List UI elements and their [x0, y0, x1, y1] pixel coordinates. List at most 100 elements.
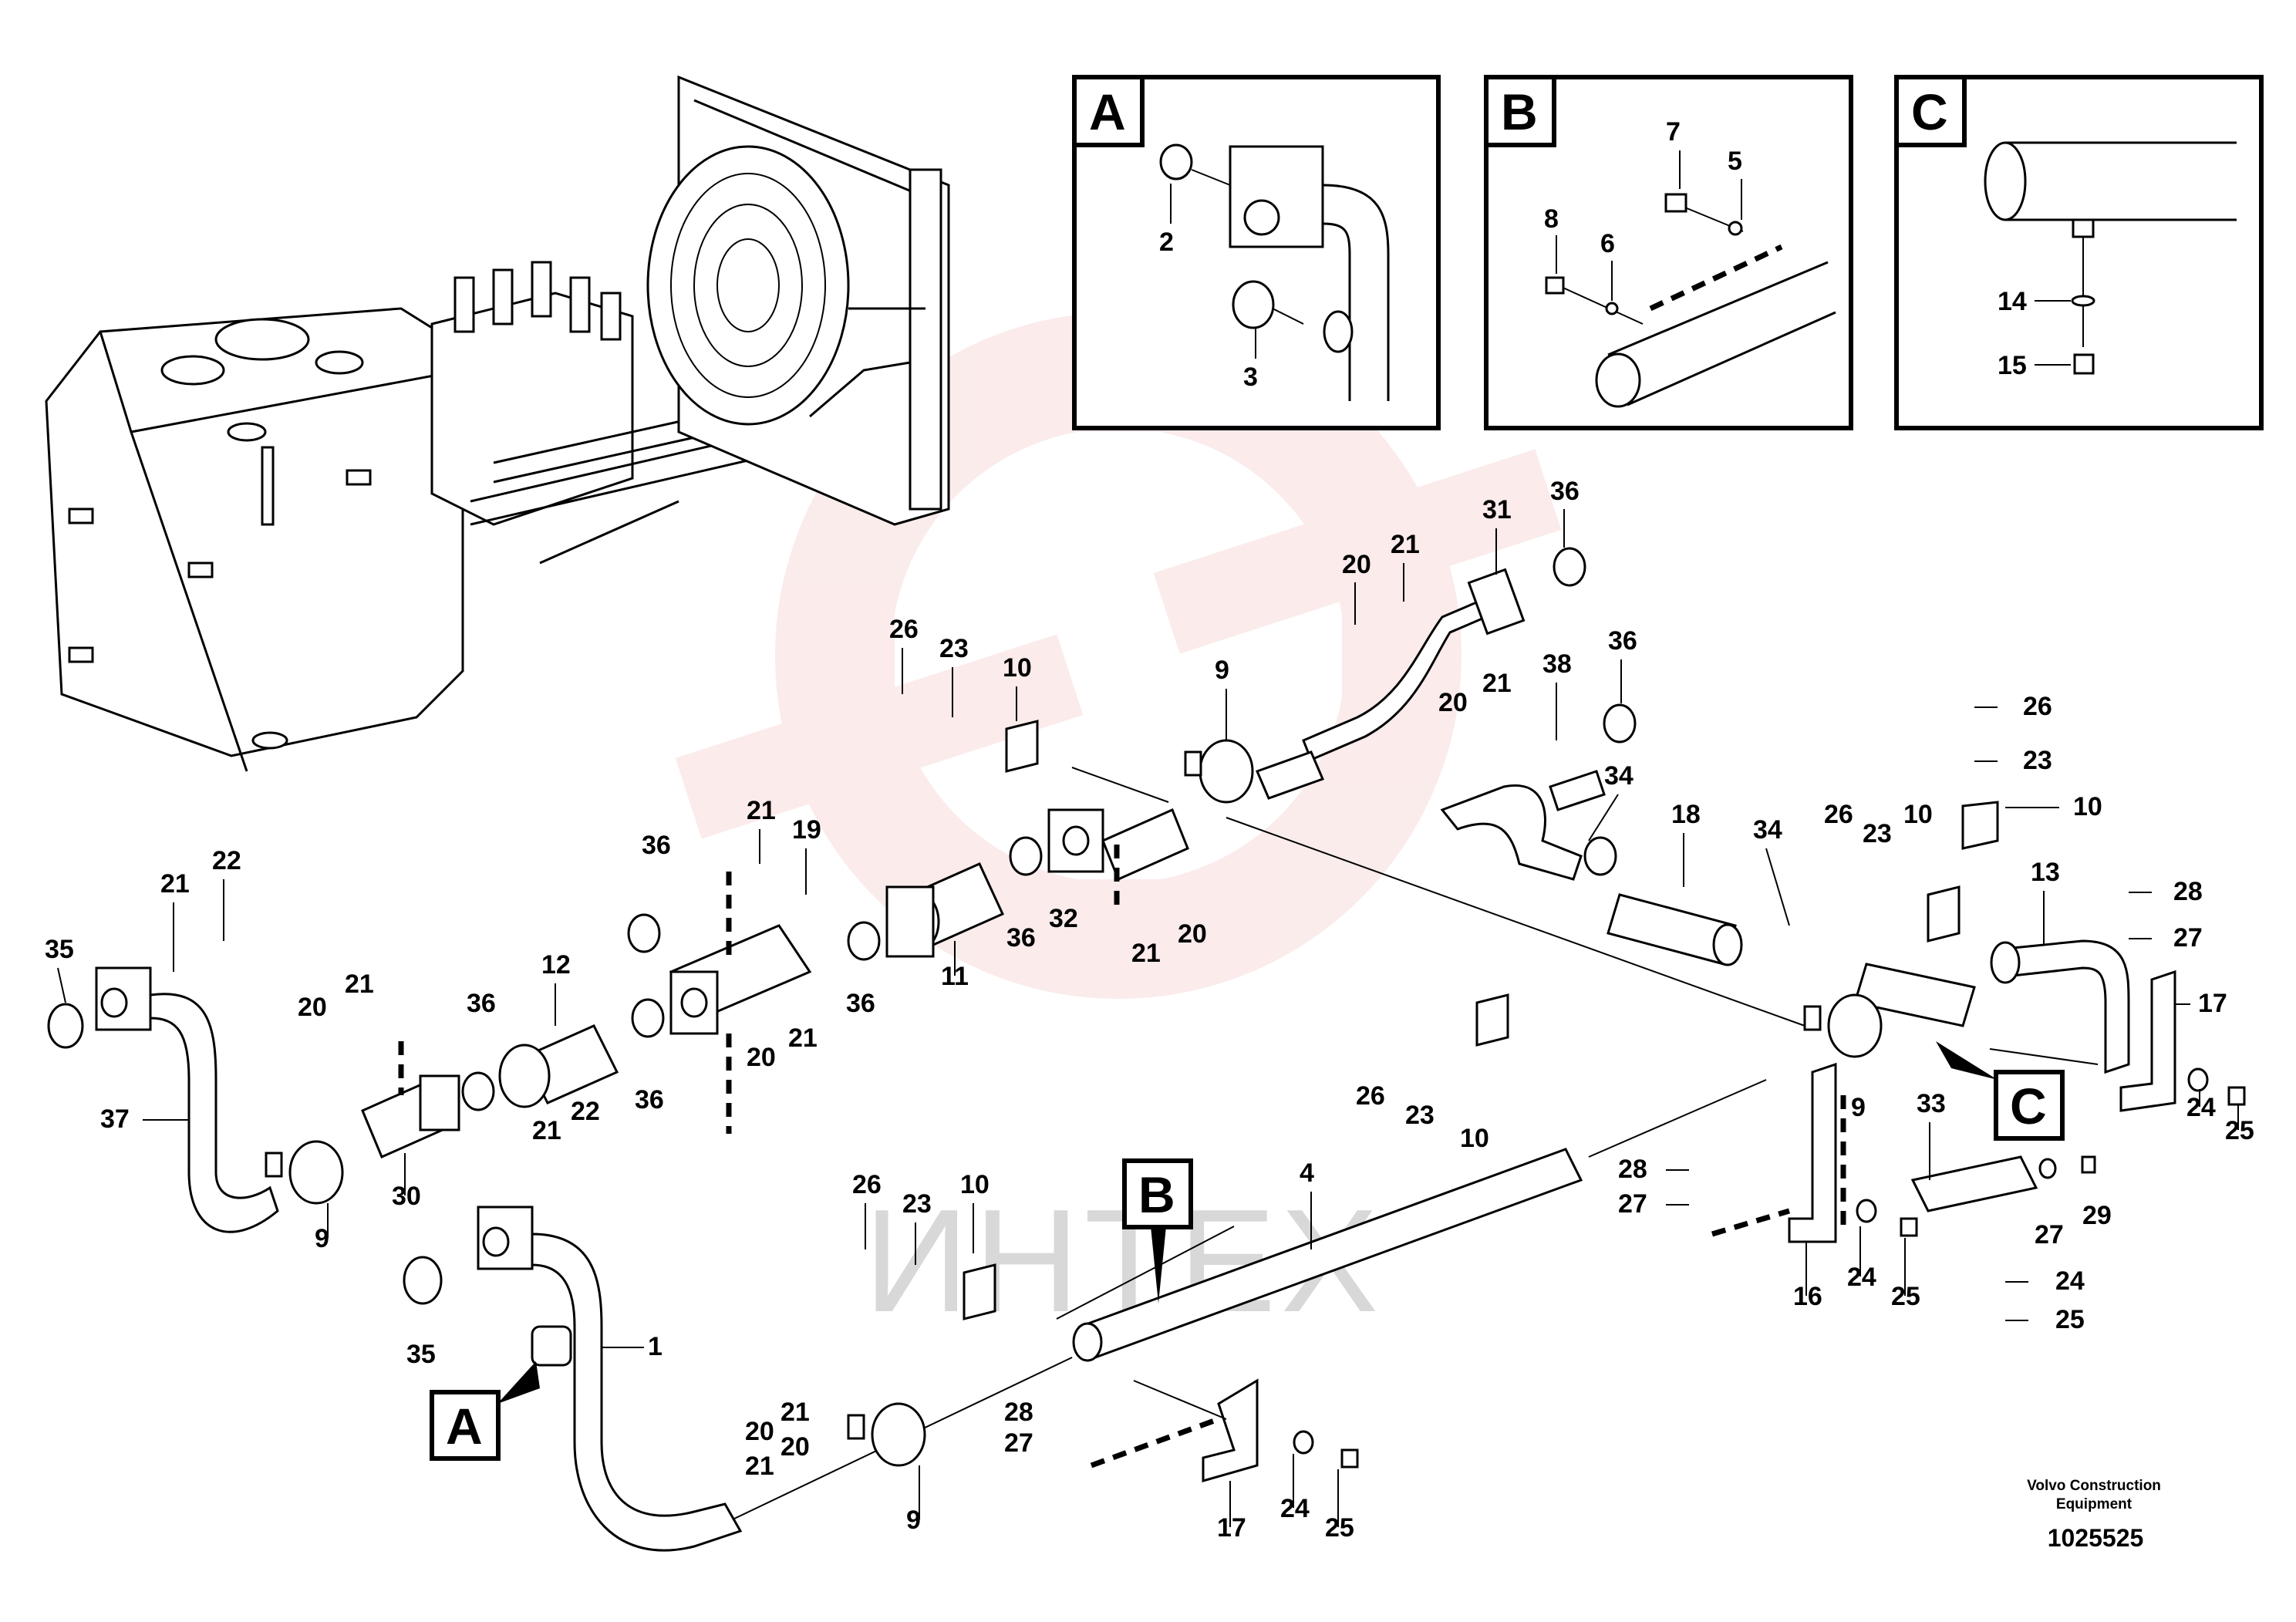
- footer-brand-line1: Volvo Construction: [2027, 1478, 2161, 1494]
- svg-text:26: 26: [1824, 800, 1853, 829]
- inset-c-letter: C: [1911, 83, 1948, 140]
- svg-text:26: 26: [1356, 1081, 1385, 1111]
- svg-text:32: 32: [1049, 904, 1078, 933]
- inset-a-label-2: 2: [1159, 228, 1174, 257]
- inset-a: A 2 3: [1072, 75, 1441, 430]
- svg-text:27: 27: [1004, 1428, 1033, 1458]
- inset-b-letter: B: [1501, 83, 1538, 140]
- svg-text:10: 10: [1460, 1124, 1489, 1153]
- svg-text:36: 36: [642, 831, 671, 860]
- svg-text:31: 31: [1482, 495, 1512, 524]
- svg-text:10: 10: [1003, 653, 1032, 683]
- inset-b: B 7 5 8 6: [1484, 75, 1853, 430]
- svg-text:9: 9: [1215, 656, 1229, 685]
- svg-text:22: 22: [571, 1097, 600, 1126]
- svg-text:20: 20: [298, 993, 327, 1022]
- part-labels: 26 23 10 9 20 21 31 36 38 36 20 21 34 18…: [45, 477, 2254, 1543]
- pipe-assembly: [47, 547, 2246, 1552]
- svg-text:36: 36: [1550, 477, 1580, 506]
- svg-text:4: 4: [1300, 1158, 1314, 1188]
- svg-text:21: 21: [747, 796, 776, 825]
- inset-a-letter: A: [1089, 83, 1126, 140]
- svg-text:18: 18: [1671, 800, 1701, 829]
- svg-text:17: 17: [1217, 1513, 1246, 1543]
- footer-brand-line2: Equipment: [2056, 1496, 2132, 1512]
- svg-text:36: 36: [467, 989, 496, 1018]
- svg-text:20: 20: [1438, 688, 1468, 717]
- svg-text:21: 21: [532, 1116, 561, 1145]
- inset-a-label-3: 3: [1243, 363, 1258, 392]
- svg-text:33: 33: [1917, 1089, 1946, 1118]
- svg-text:38: 38: [1542, 649, 1572, 679]
- svg-text:10: 10: [2073, 792, 2102, 821]
- svg-text:26: 26: [889, 615, 919, 644]
- svg-text:36: 36: [846, 989, 875, 1018]
- machine-assembly: [45, 75, 950, 772]
- svg-text:21: 21: [781, 1398, 810, 1427]
- svg-text:28: 28: [2173, 877, 2203, 906]
- inset-b-label-7: 7: [1666, 117, 1681, 147]
- svg-text:9: 9: [315, 1224, 329, 1253]
- svg-text:23: 23: [1405, 1101, 1435, 1130]
- svg-text:9: 9: [1851, 1093, 1866, 1122]
- svg-text:23: 23: [1863, 819, 1892, 848]
- inset-c: C 14 15: [1894, 75, 2264, 430]
- svg-text:10: 10: [1903, 800, 1933, 829]
- svg-text:24: 24: [2055, 1266, 2085, 1296]
- clamp-set: [963, 720, 1999, 1320]
- callout-c: C: [1936, 1041, 2065, 1141]
- svg-text:1: 1: [648, 1332, 663, 1361]
- svg-text:36: 36: [635, 1085, 664, 1114]
- svg-text:27: 27: [2035, 1220, 2064, 1249]
- inset-b-label-6: 6: [1600, 229, 1615, 258]
- svg-text:36: 36: [1608, 626, 1637, 656]
- svg-text:25: 25: [2055, 1305, 2085, 1334]
- svg-text:21: 21: [788, 1023, 818, 1053]
- svg-text:13: 13: [2031, 858, 2060, 887]
- svg-text:21: 21: [345, 969, 374, 999]
- svg-text:20: 20: [745, 1417, 774, 1446]
- svg-text:29: 29: [2082, 1201, 2112, 1230]
- svg-text:35: 35: [406, 1340, 436, 1369]
- svg-text:34: 34: [1753, 815, 1782, 845]
- callout-a: A: [430, 1361, 540, 1461]
- svg-text:26: 26: [852, 1170, 882, 1199]
- svg-text:21: 21: [1482, 669, 1512, 698]
- svg-text:A: A: [446, 1398, 483, 1455]
- svg-text:28: 28: [1004, 1398, 1033, 1427]
- inset-c-label-15: 15: [1998, 351, 2027, 380]
- svg-text:30: 30: [392, 1182, 421, 1211]
- svg-text:25: 25: [1325, 1513, 1354, 1543]
- svg-text:19: 19: [792, 815, 821, 845]
- svg-text:24: 24: [1280, 1494, 1310, 1523]
- svg-text:23: 23: [939, 634, 969, 663]
- svg-text:20: 20: [1342, 550, 1371, 579]
- svg-text:26: 26: [2023, 692, 2052, 721]
- svg-text:24: 24: [2186, 1093, 2216, 1122]
- svg-text:23: 23: [2023, 746, 2052, 775]
- svg-text:21: 21: [1131, 939, 1161, 968]
- svg-text:27: 27: [2173, 923, 2203, 953]
- svg-text:21: 21: [1391, 530, 1420, 559]
- svg-text:27: 27: [1618, 1189, 1647, 1219]
- svg-text:16: 16: [1793, 1282, 1822, 1311]
- leader-lines: [57, 509, 2239, 1527]
- callout-b: B: [1122, 1158, 1193, 1303]
- svg-text:24: 24: [1847, 1263, 1876, 1292]
- svg-text:20: 20: [747, 1043, 776, 1072]
- svg-text:12: 12: [541, 950, 571, 980]
- svg-text:28: 28: [1618, 1155, 1647, 1184]
- svg-text:37: 37: [100, 1104, 130, 1134]
- svg-text:9: 9: [906, 1506, 921, 1535]
- svg-text:25: 25: [2225, 1116, 2254, 1145]
- svg-text:21: 21: [160, 869, 190, 899]
- inset-b-label-8: 8: [1544, 204, 1559, 234]
- svg-text:35: 35: [45, 935, 74, 964]
- svg-text:22: 22: [212, 846, 241, 875]
- svg-text:B: B: [1138, 1166, 1175, 1223]
- svg-text:23: 23: [902, 1189, 932, 1219]
- svg-text:36: 36: [1006, 923, 1036, 953]
- inset-b-label-5: 5: [1728, 147, 1742, 176]
- svg-text:20: 20: [781, 1432, 810, 1462]
